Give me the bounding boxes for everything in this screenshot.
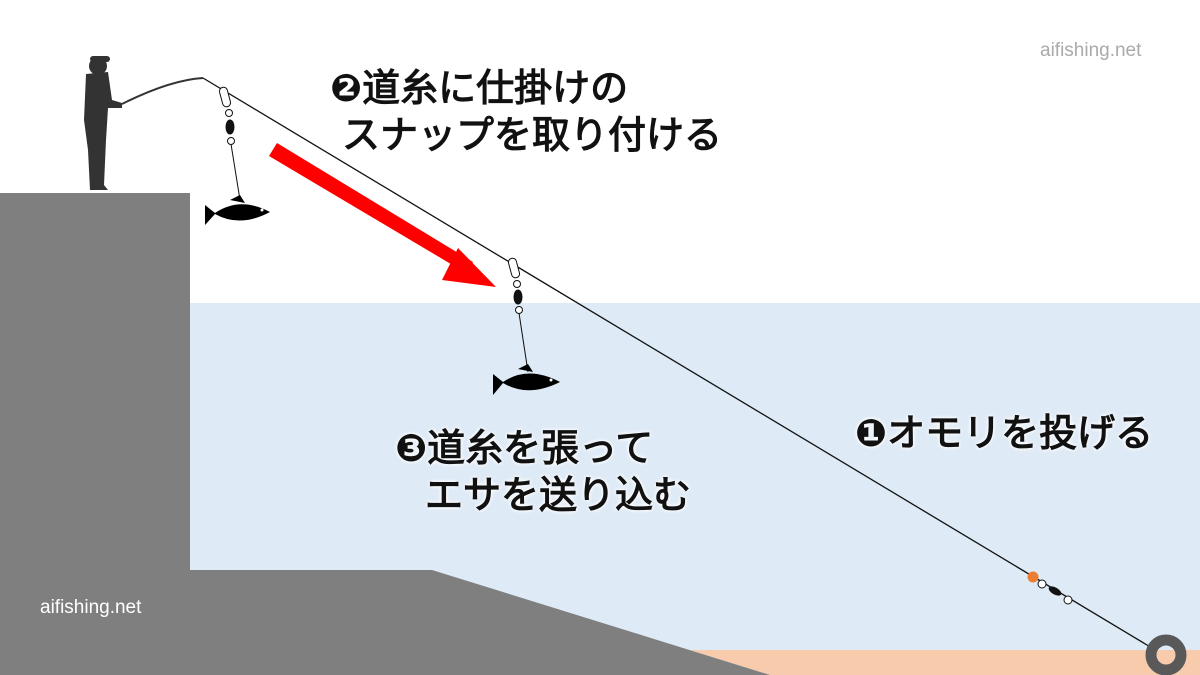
- step2-line1: ❷道糸に仕掛けの: [330, 66, 629, 110]
- pier: [0, 193, 770, 675]
- fish-icon-top: [205, 195, 270, 225]
- fish-icon-middle: [493, 364, 560, 395]
- sinker-weight-icon: [1145, 634, 1187, 675]
- red-arrow: [269, 143, 496, 287]
- fishing-rod: [121, 77, 204, 105]
- angler-silhouette: [84, 56, 122, 190]
- step2-label: ❷道糸に仕掛けの スナップを取り付ける: [330, 65, 722, 159]
- step1-line1: ❶オモリを投げる: [855, 411, 1154, 455]
- snap-rig-top: [218, 86, 241, 201]
- step1-label: ❶オモリを投げる: [855, 410, 1153, 457]
- snap-rig-middle: [507, 257, 529, 373]
- bottom-rig: [1027, 571, 1073, 605]
- step3-line2: エサを送り込む: [425, 473, 692, 517]
- step3-line1: ❸道糸を張って: [395, 426, 654, 470]
- step2-line2: スナップを取り付ける: [342, 113, 723, 157]
- watermark-bottom: aifishing.net: [40, 597, 142, 618]
- main-line: [202, 77, 1153, 649]
- sand-bottom: [690, 650, 1200, 675]
- watermark-top: aifishing.net: [1040, 40, 1142, 61]
- float-bead: [1027, 571, 1039, 583]
- step3-label: ❸道糸を張って エサを送り込む: [395, 425, 691, 519]
